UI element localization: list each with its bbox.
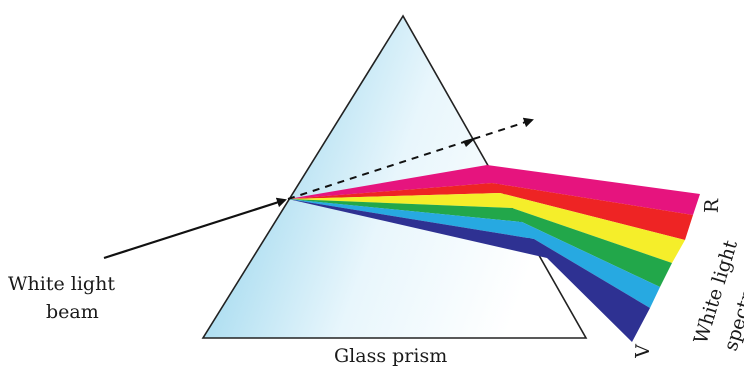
incident-ray xyxy=(103,197,287,260)
incident-label-line2: beam xyxy=(46,301,99,323)
incident-label-line1: White light xyxy=(8,273,115,295)
dashed-ray-arrowhead xyxy=(463,137,477,147)
spectrum-band-blue xyxy=(288,199,660,308)
undeviated-ray-dashed xyxy=(287,117,534,200)
violet-end-label: V xyxy=(632,344,655,360)
spectrum-band-red xyxy=(288,183,693,240)
spectrum-band-yellow xyxy=(288,193,685,263)
red-end-label: R xyxy=(701,198,724,214)
prism-label: Glass prism xyxy=(334,345,447,367)
spectrum-band-magenta xyxy=(288,165,700,215)
spectrum-band-indigo xyxy=(288,199,650,342)
spectrum-bands xyxy=(288,165,700,342)
spectrum-band-green xyxy=(288,199,672,287)
